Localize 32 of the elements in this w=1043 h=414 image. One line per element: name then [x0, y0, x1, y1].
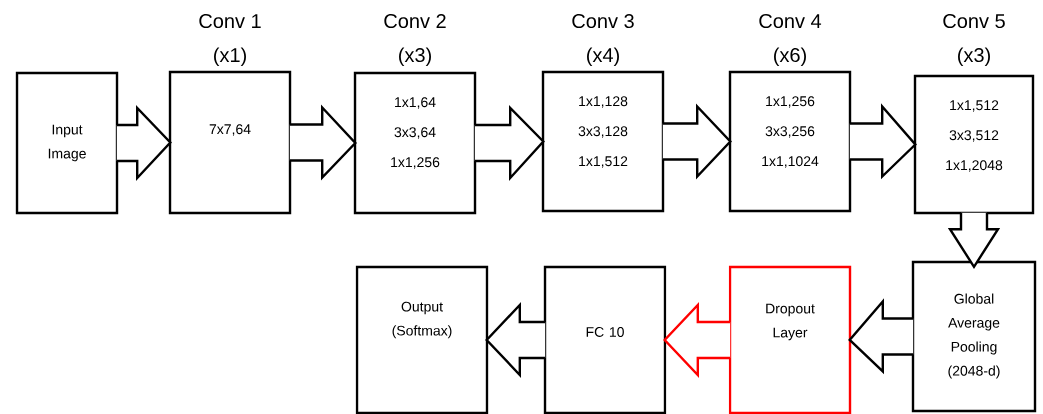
layer-title: Conv 4 (x6) [759, 13, 822, 67]
layer-title: Conv 1 (x1) [199, 13, 261, 67]
layer-label: Global Average Pooling (2048-d) [948, 293, 1000, 379]
block-arrow [288, 104, 357, 181]
layer-label: 1x1,256 [391, 157, 440, 169]
layer-label: 1x1,64 [395, 97, 436, 109]
layer-label: 3x3,128 [578, 126, 628, 138]
layer-label: 1x1,2048 [946, 160, 1003, 172]
block-arrow [848, 298, 915, 375]
layer-label: Dropout Layer [766, 303, 815, 341]
layer-title: Conv 2 (x3) [384, 13, 446, 67]
layer-label: FC 10 [586, 327, 624, 337]
block-arrow [473, 105, 545, 182]
block-arrow [947, 211, 1001, 270]
layer-label: Input Image [48, 124, 86, 162]
block-arrow [848, 103, 917, 180]
block-arrow [661, 103, 732, 180]
layer-label: 7x7,64 [209, 124, 251, 136]
layer-label: 1x1,1024 [762, 156, 819, 168]
layer-label: 3x3,64 [394, 127, 436, 139]
layer-label: 1x1,512 [579, 156, 628, 168]
layer-title: Conv 5 (x3) [943, 13, 1005, 67]
layer-label: 3x3,256 [765, 126, 815, 138]
layer-label: 3x3,512 [949, 130, 999, 142]
layer-label: Output (Softmax) [392, 301, 452, 339]
layer-label: 1x1,128 [579, 96, 628, 108]
layer-label: 1x1,256 [766, 96, 815, 108]
layer-label: 1x1,512 [950, 100, 999, 112]
block-arrow [115, 105, 172, 182]
block-arrow [663, 301, 732, 378]
block-arrow [485, 301, 547, 378]
layer-title: Conv 3 (x4) [572, 13, 634, 67]
